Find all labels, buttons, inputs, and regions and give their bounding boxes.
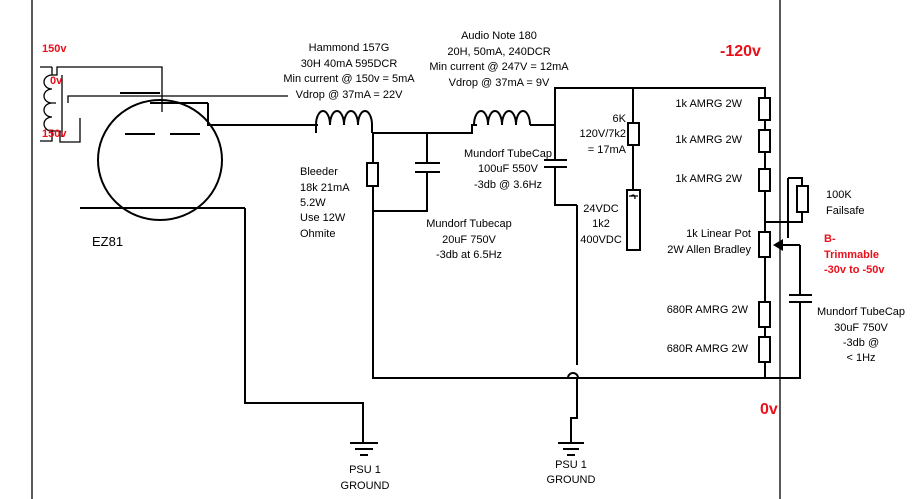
svg-text:-3db @ 3.6Hz: -3db @ 3.6Hz bbox=[474, 179, 542, 191]
svg-text:6K: 6K bbox=[613, 113, 627, 125]
wire-center-ground bbox=[570, 205, 578, 443]
svg-text:Min current @ 150v = 5mA: Min current @ 150v = 5mA bbox=[283, 73, 415, 85]
label-6k: 6K 120V/7k2 = 17mA bbox=[580, 113, 627, 156]
svg-text:Use 12W: Use 12W bbox=[300, 212, 346, 224]
label-bleeder: Bleeder 18k 21mA 5.2W Use 12W Ohmite bbox=[300, 166, 350, 240]
svg-text:GROUND: GROUND bbox=[341, 480, 390, 492]
label-cap2: Mundorf TubeCap 100uF 550V -3db @ 3.6Hz bbox=[464, 148, 552, 191]
svg-text:30uF 750V: 30uF 750V bbox=[834, 322, 888, 334]
label-choke1: Hammond 157G 30H 40mA 595DCR Min current… bbox=[283, 42, 415, 101]
ez81-tube bbox=[80, 92, 245, 221]
svg-text:-30v to -50v: -30v to -50v bbox=[824, 264, 885, 276]
svg-text:120V/7k2: 120V/7k2 bbox=[580, 128, 626, 140]
svg-text:30H 40mA 595DCR: 30H 40mA 595DCR bbox=[301, 58, 398, 70]
zener-24vdc bbox=[626, 189, 641, 251]
label-r1: 1k AMRG 2W bbox=[675, 98, 742, 110]
svg-text:18k 21mA: 18k 21mA bbox=[300, 182, 350, 194]
label-cap3: Mundorf TubeCap 30uF 750V -3db @ < 1Hz bbox=[817, 306, 905, 364]
wire-choke1-choke2 bbox=[372, 124, 477, 134]
svg-text:< 1Hz: < 1Hz bbox=[846, 352, 875, 364]
svg-text:Failsafe: Failsafe bbox=[826, 205, 865, 217]
transformer-secondary bbox=[40, 66, 288, 143]
ground-symbol-1 bbox=[350, 442, 378, 456]
svg-text:100uF 550V: 100uF 550V bbox=[478, 163, 539, 175]
svg-text:Min current @ 247V = 12mA: Min current @ 247V = 12mA bbox=[429, 61, 569, 73]
svg-text:400VDC: 400VDC bbox=[580, 234, 622, 246]
svg-text:GROUND: GROUND bbox=[547, 474, 596, 486]
resistor-chain bbox=[758, 97, 803, 378]
label-neg120v: -120v bbox=[720, 43, 761, 60]
svg-text:24VDC: 24VDC bbox=[583, 203, 619, 215]
label-cap1: Mundorf Tubecap 20uF 750V -3db at 6.5Hz bbox=[426, 218, 512, 261]
pot-wiper-arrow bbox=[773, 239, 800, 251]
svg-text:Vdrop @ 37mA = 22V: Vdrop @ 37mA = 22V bbox=[296, 89, 404, 101]
label-ez81: EZ81 bbox=[92, 234, 123, 249]
wire-tube-ground bbox=[244, 208, 364, 443]
svg-text:20uF 750V: 20uF 750V bbox=[442, 234, 496, 246]
cap-mundorf-100uf bbox=[544, 88, 577, 206]
bleeder-resistor bbox=[366, 133, 428, 212]
wire-crossover bbox=[567, 372, 579, 379]
svg-text:5.2W: 5.2W bbox=[300, 197, 326, 209]
svg-text:Ohmite: Ohmite bbox=[300, 228, 335, 240]
svg-text:Trimmable: Trimmable bbox=[824, 249, 879, 261]
label-r3: 1k AMRG 2W bbox=[675, 173, 742, 185]
label-r680a: 680R AMRG 2W bbox=[667, 304, 749, 316]
label-r2: 1k AMRG 2W bbox=[675, 134, 742, 146]
svg-text:= 17mA: = 17mA bbox=[588, 144, 627, 156]
label-150v-bottom: 150v bbox=[42, 128, 67, 140]
svg-text:Bleeder: Bleeder bbox=[300, 166, 338, 178]
svg-text:Vdrop @ 37mA = 9V: Vdrop @ 37mA = 9V bbox=[449, 77, 550, 89]
label-r680b: 680R AMRG 2W bbox=[667, 343, 749, 355]
svg-text:Mundorf Tubecap: Mundorf Tubecap bbox=[426, 218, 512, 230]
resistor-6k bbox=[627, 88, 640, 190]
cap-mundorf-30uf bbox=[768, 245, 812, 379]
label-0v-right: 0v bbox=[760, 401, 778, 418]
svg-text:Audio Note 180: Audio Note 180 bbox=[461, 30, 537, 42]
label-gnd2: PSU 1 GROUND bbox=[547, 459, 596, 486]
svg-text:-3db at 6.5Hz: -3db at 6.5Hz bbox=[436, 249, 502, 261]
label-pot: 1k Linear Pot 2W Allen Bradley bbox=[667, 228, 751, 256]
wire-bleeder-ground bbox=[372, 211, 768, 379]
svg-text:PSU 1: PSU 1 bbox=[555, 459, 587, 471]
svg-text:20H, 50mA, 240DCR: 20H, 50mA, 240DCR bbox=[447, 46, 550, 58]
label-zener: 24VDC 1k2 400VDC bbox=[580, 203, 622, 246]
cap-mundorf-20uf bbox=[415, 133, 440, 186]
svg-text:Mundorf TubeCap: Mundorf TubeCap bbox=[817, 306, 905, 318]
label-0v: 0v bbox=[50, 75, 63, 87]
label-choke2: Audio Note 180 20H, 50mA, 240DCR Min cur… bbox=[429, 30, 569, 89]
label-gnd1: PSU 1 GROUND bbox=[341, 464, 390, 492]
svg-text:100K: 100K bbox=[826, 189, 852, 201]
ground-symbol-2 bbox=[558, 442, 584, 456]
svg-text:B-: B- bbox=[824, 233, 836, 245]
svg-text:1k2: 1k2 bbox=[592, 218, 610, 230]
svg-text:1k Linear Pot: 1k Linear Pot bbox=[686, 228, 751, 240]
svg-text:Hammond 157G: Hammond 157G bbox=[309, 42, 390, 54]
svg-text:Mundorf TubeCap: Mundorf TubeCap bbox=[464, 148, 552, 160]
choke-hammond bbox=[315, 110, 373, 133]
svg-text:-3db @: -3db @ bbox=[843, 337, 879, 349]
label-100k: 100K Failsafe bbox=[826, 189, 865, 217]
svg-text:PSU 1: PSU 1 bbox=[349, 464, 381, 476]
label-trim: B- Trimmable -30v to -50v bbox=[824, 233, 885, 276]
svg-text:2W Allen Bradley: 2W Allen Bradley bbox=[667, 244, 751, 256]
label-150v-top: 150v bbox=[42, 43, 67, 55]
resistor-100k-failsafe bbox=[787, 177, 809, 238]
